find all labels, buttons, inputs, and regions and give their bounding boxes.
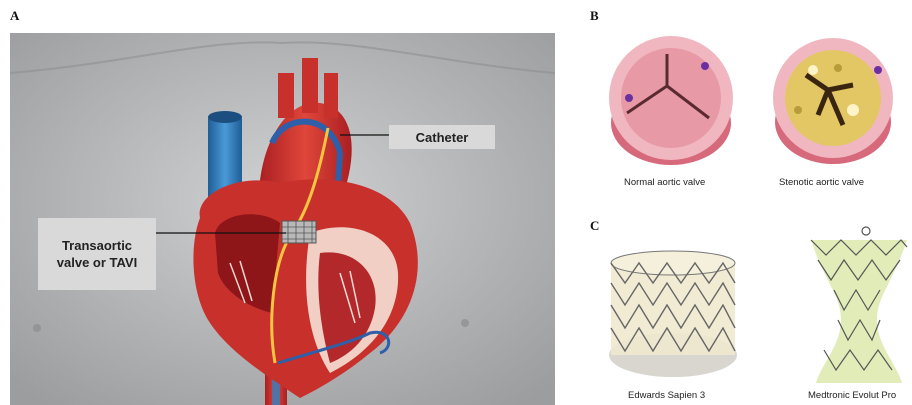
stenotic-valve-caption: Stenotic aortic valve bbox=[779, 177, 864, 188]
tavi-label-line1: Transaortic bbox=[57, 237, 137, 254]
evolut-caption: Medtronic Evolut Pro bbox=[808, 390, 896, 401]
tavi-label-line2: valve or TAVI bbox=[57, 254, 137, 271]
catheter-label: Catheter bbox=[389, 125, 495, 149]
nipple-right bbox=[461, 319, 469, 327]
arch-branch-3 bbox=[324, 73, 338, 118]
panel-c-letter: C bbox=[590, 218, 599, 234]
arch-branch-2 bbox=[302, 58, 318, 113]
arch-branch-1 bbox=[278, 73, 294, 118]
sapien-caption: Edwards Sapien 3 bbox=[628, 390, 705, 401]
tavi-label: Transaortic valve or TAVI bbox=[38, 218, 156, 290]
edwards-sapien-3-valve-image bbox=[603, 243, 743, 383]
stenotic-aortic-valve-illustration bbox=[768, 30, 898, 168]
heart-illustration-panel: Catheter Transaortic valve or TAVI bbox=[10, 33, 555, 405]
tavi-device bbox=[282, 221, 316, 243]
panel-a-letter: A bbox=[10, 8, 19, 24]
nipple-left bbox=[33, 324, 41, 332]
panel-b-letter: B bbox=[590, 8, 599, 24]
normal-aortic-valve-illustration bbox=[605, 28, 737, 168]
normal-valve-caption: Normal aortic valve bbox=[624, 177, 705, 188]
medtronic-evolut-pro-valve-image bbox=[806, 225, 912, 385]
